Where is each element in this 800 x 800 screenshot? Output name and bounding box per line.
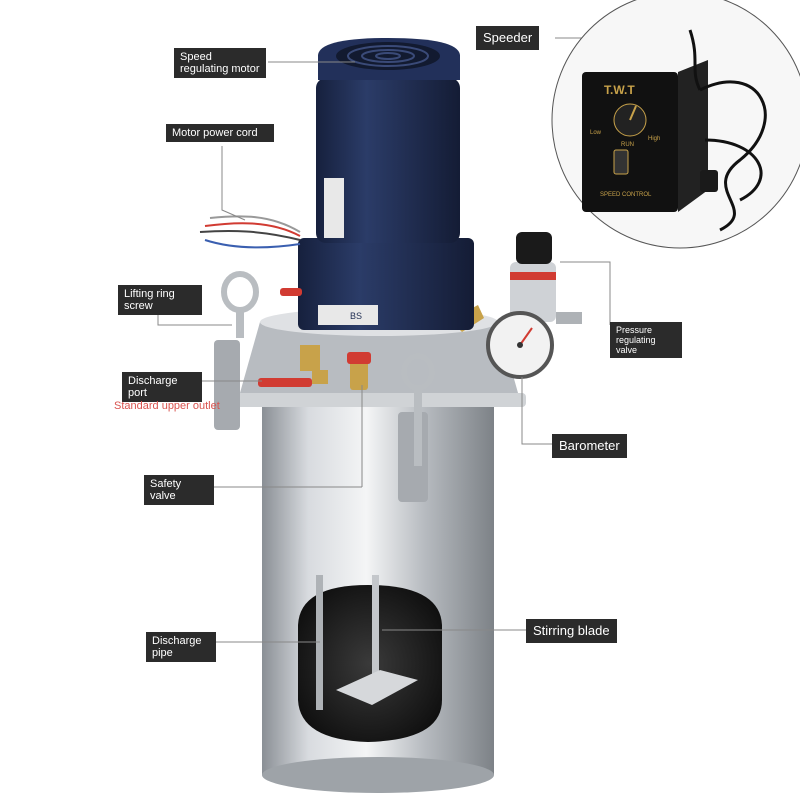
motor-body [316,78,460,243]
controller-panel-text: SPEED CONTROL [600,192,652,198]
discharge-port-handle [258,378,312,387]
tank-bottom [262,757,494,793]
label-upper-outlet: Standard upper outlet [114,400,220,412]
controller-high: High [648,136,660,142]
leader-lines [157,37,611,643]
motor: BS [280,38,474,330]
lifting-ring-left-shank [236,308,244,338]
motor-nameplate [324,178,344,238]
plug-head [700,170,718,192]
controller-run: RUN [621,142,634,148]
grille-slots [347,45,429,67]
motor-badge: BS [350,311,362,321]
barometer-hub [517,342,523,348]
speed-controller-inset: T.W.T Low High RUN SPEED CONTROL [551,0,800,249]
tank [232,308,526,793]
controller-brand: T.W.T [604,83,635,97]
label-discharge-pipe: Discharge pipe [146,632,216,662]
label-lifting-screw: Lifting ring screw [118,285,202,315]
motor-power-cord [199,215,301,249]
label-motor-cord: Motor power cord [166,124,274,142]
discharge-port-valve [300,345,320,371]
red-knob [280,288,302,296]
upper-outlet-fitting [312,370,328,384]
clamp-right [398,412,428,502]
pressure-regulator [486,232,582,379]
barometer-needle [519,327,533,346]
label-safety-valve: Safety valve [144,475,214,505]
regulator-outlet [556,312,582,324]
label-speeder: Speeder [476,26,540,50]
label-discharge-port: Discharge port [122,372,202,402]
stirring-shaft [372,575,379,695]
lid-rim [232,393,526,407]
controller-low: Low [590,130,602,136]
label-pressure-valve: Pressure regulating valve [610,322,682,358]
controller-cable [688,29,767,232]
label-stirring-blade: Stirring blade [526,619,617,643]
label-speed-motor: Speed regulating motor [174,48,266,78]
lifting-rings [221,271,435,466]
lifting-ring-right-shank [414,386,422,466]
regulator-knob [516,232,552,264]
clamp-left [214,340,240,430]
controller-dial-pointer [629,105,637,121]
safety-valve-cap [347,352,371,364]
controller-switch [613,149,629,175]
lifting-ring-left [221,271,259,313]
safety-valve-body [350,360,368,390]
viewing-window [298,585,442,742]
label-barometer: Barometer [552,434,627,458]
blade-paddle [336,670,418,705]
gearbox-plate [318,305,378,325]
regulator-red-band [510,272,556,280]
controller-box [582,72,678,212]
